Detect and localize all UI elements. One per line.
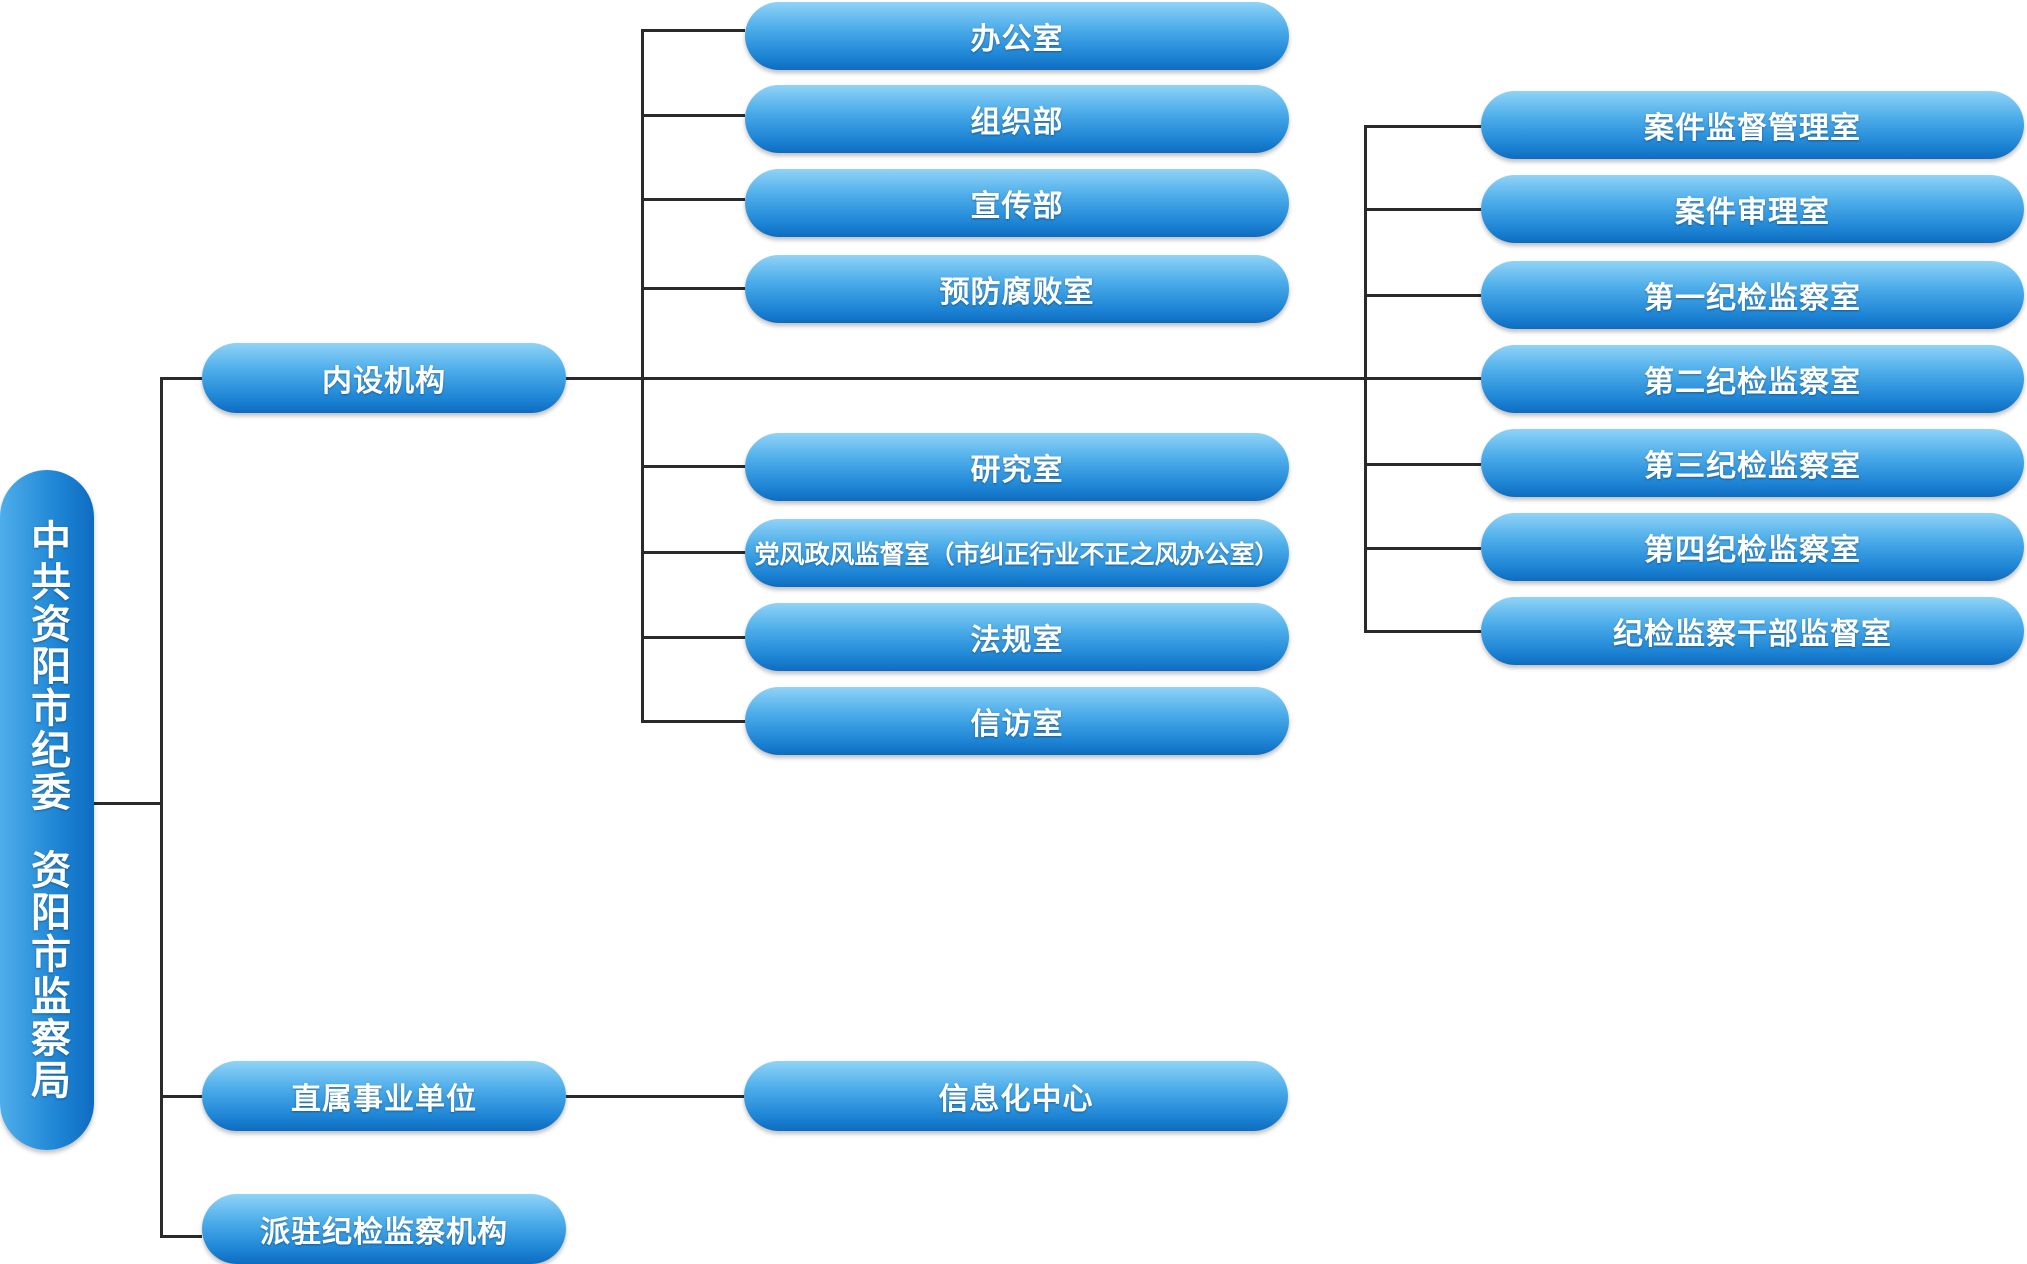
- node-inspection-4: 第四纪检监察室: [1481, 513, 2024, 581]
- branch-left-6: [641, 551, 745, 554]
- branch-left-8: [641, 720, 745, 723]
- node-internal-institutions: 内设机构: [202, 343, 566, 413]
- node-organization-dept: 组织部: [745, 85, 1289, 153]
- node-petitions-office: 信访室: [745, 687, 1289, 755]
- branch-right-5: [1364, 463, 1481, 466]
- branch-left-2: [641, 114, 745, 117]
- node-research-office: 研究室: [745, 433, 1289, 501]
- root-node: 中共资阳市纪委 资阳市监察局: [0, 470, 94, 1150]
- node-dispatched-agencies: 派驻纪检监察机构: [202, 1194, 566, 1264]
- node-inspection-2: 第二纪检监察室: [1481, 345, 2024, 413]
- node-regulations-office: 法规室: [745, 603, 1289, 671]
- internal-right-trunk: [1364, 125, 1367, 632]
- connector-dispatched: [160, 1235, 202, 1238]
- node-corruption-prevention: 预防腐败室: [745, 255, 1289, 323]
- node-information-center: 信息化中心: [744, 1061, 1288, 1131]
- node-cadre-supervision: 纪检监察干部监督室: [1481, 597, 2024, 665]
- node-direct-units: 直属事业单位: [202, 1061, 566, 1131]
- node-office: 办公室: [745, 2, 1289, 70]
- node-case-review: 案件审理室: [1481, 175, 2024, 243]
- node-publicity-dept: 宣传部: [745, 169, 1289, 237]
- root-line-1: 中共资阳市纪委: [24, 519, 70, 813]
- root-connector: [94, 802, 162, 805]
- branch-right-1: [1364, 125, 1481, 128]
- branch-right-3: [1364, 294, 1481, 297]
- root-line-2: 资阳市监察局: [24, 849, 70, 1101]
- connector-direct: [160, 1095, 202, 1098]
- branch-right-7: [1364, 630, 1481, 633]
- internal-main-connector: [566, 377, 1481, 380]
- branch-left-7: [641, 636, 745, 639]
- internal-left-trunk: [641, 29, 644, 722]
- direct-connector: [566, 1095, 744, 1098]
- node-conduct-supervision: 党风政风监督室（市纠正行业不正之风办公室）: [745, 519, 1289, 587]
- branch-left-3: [641, 198, 745, 201]
- connector-internal: [160, 377, 202, 380]
- node-case-supervision-mgmt: 案件监督管理室: [1481, 91, 2024, 159]
- node-inspection-1: 第一纪检监察室: [1481, 261, 2024, 329]
- branch-left-1: [641, 29, 745, 32]
- branch-right-2: [1364, 208, 1481, 211]
- branch-left-5: [641, 465, 745, 468]
- level1-trunk: [160, 377, 163, 1237]
- branch-left-4: [641, 287, 745, 290]
- branch-right-6: [1364, 547, 1481, 550]
- node-inspection-3: 第三纪检监察室: [1481, 429, 2024, 497]
